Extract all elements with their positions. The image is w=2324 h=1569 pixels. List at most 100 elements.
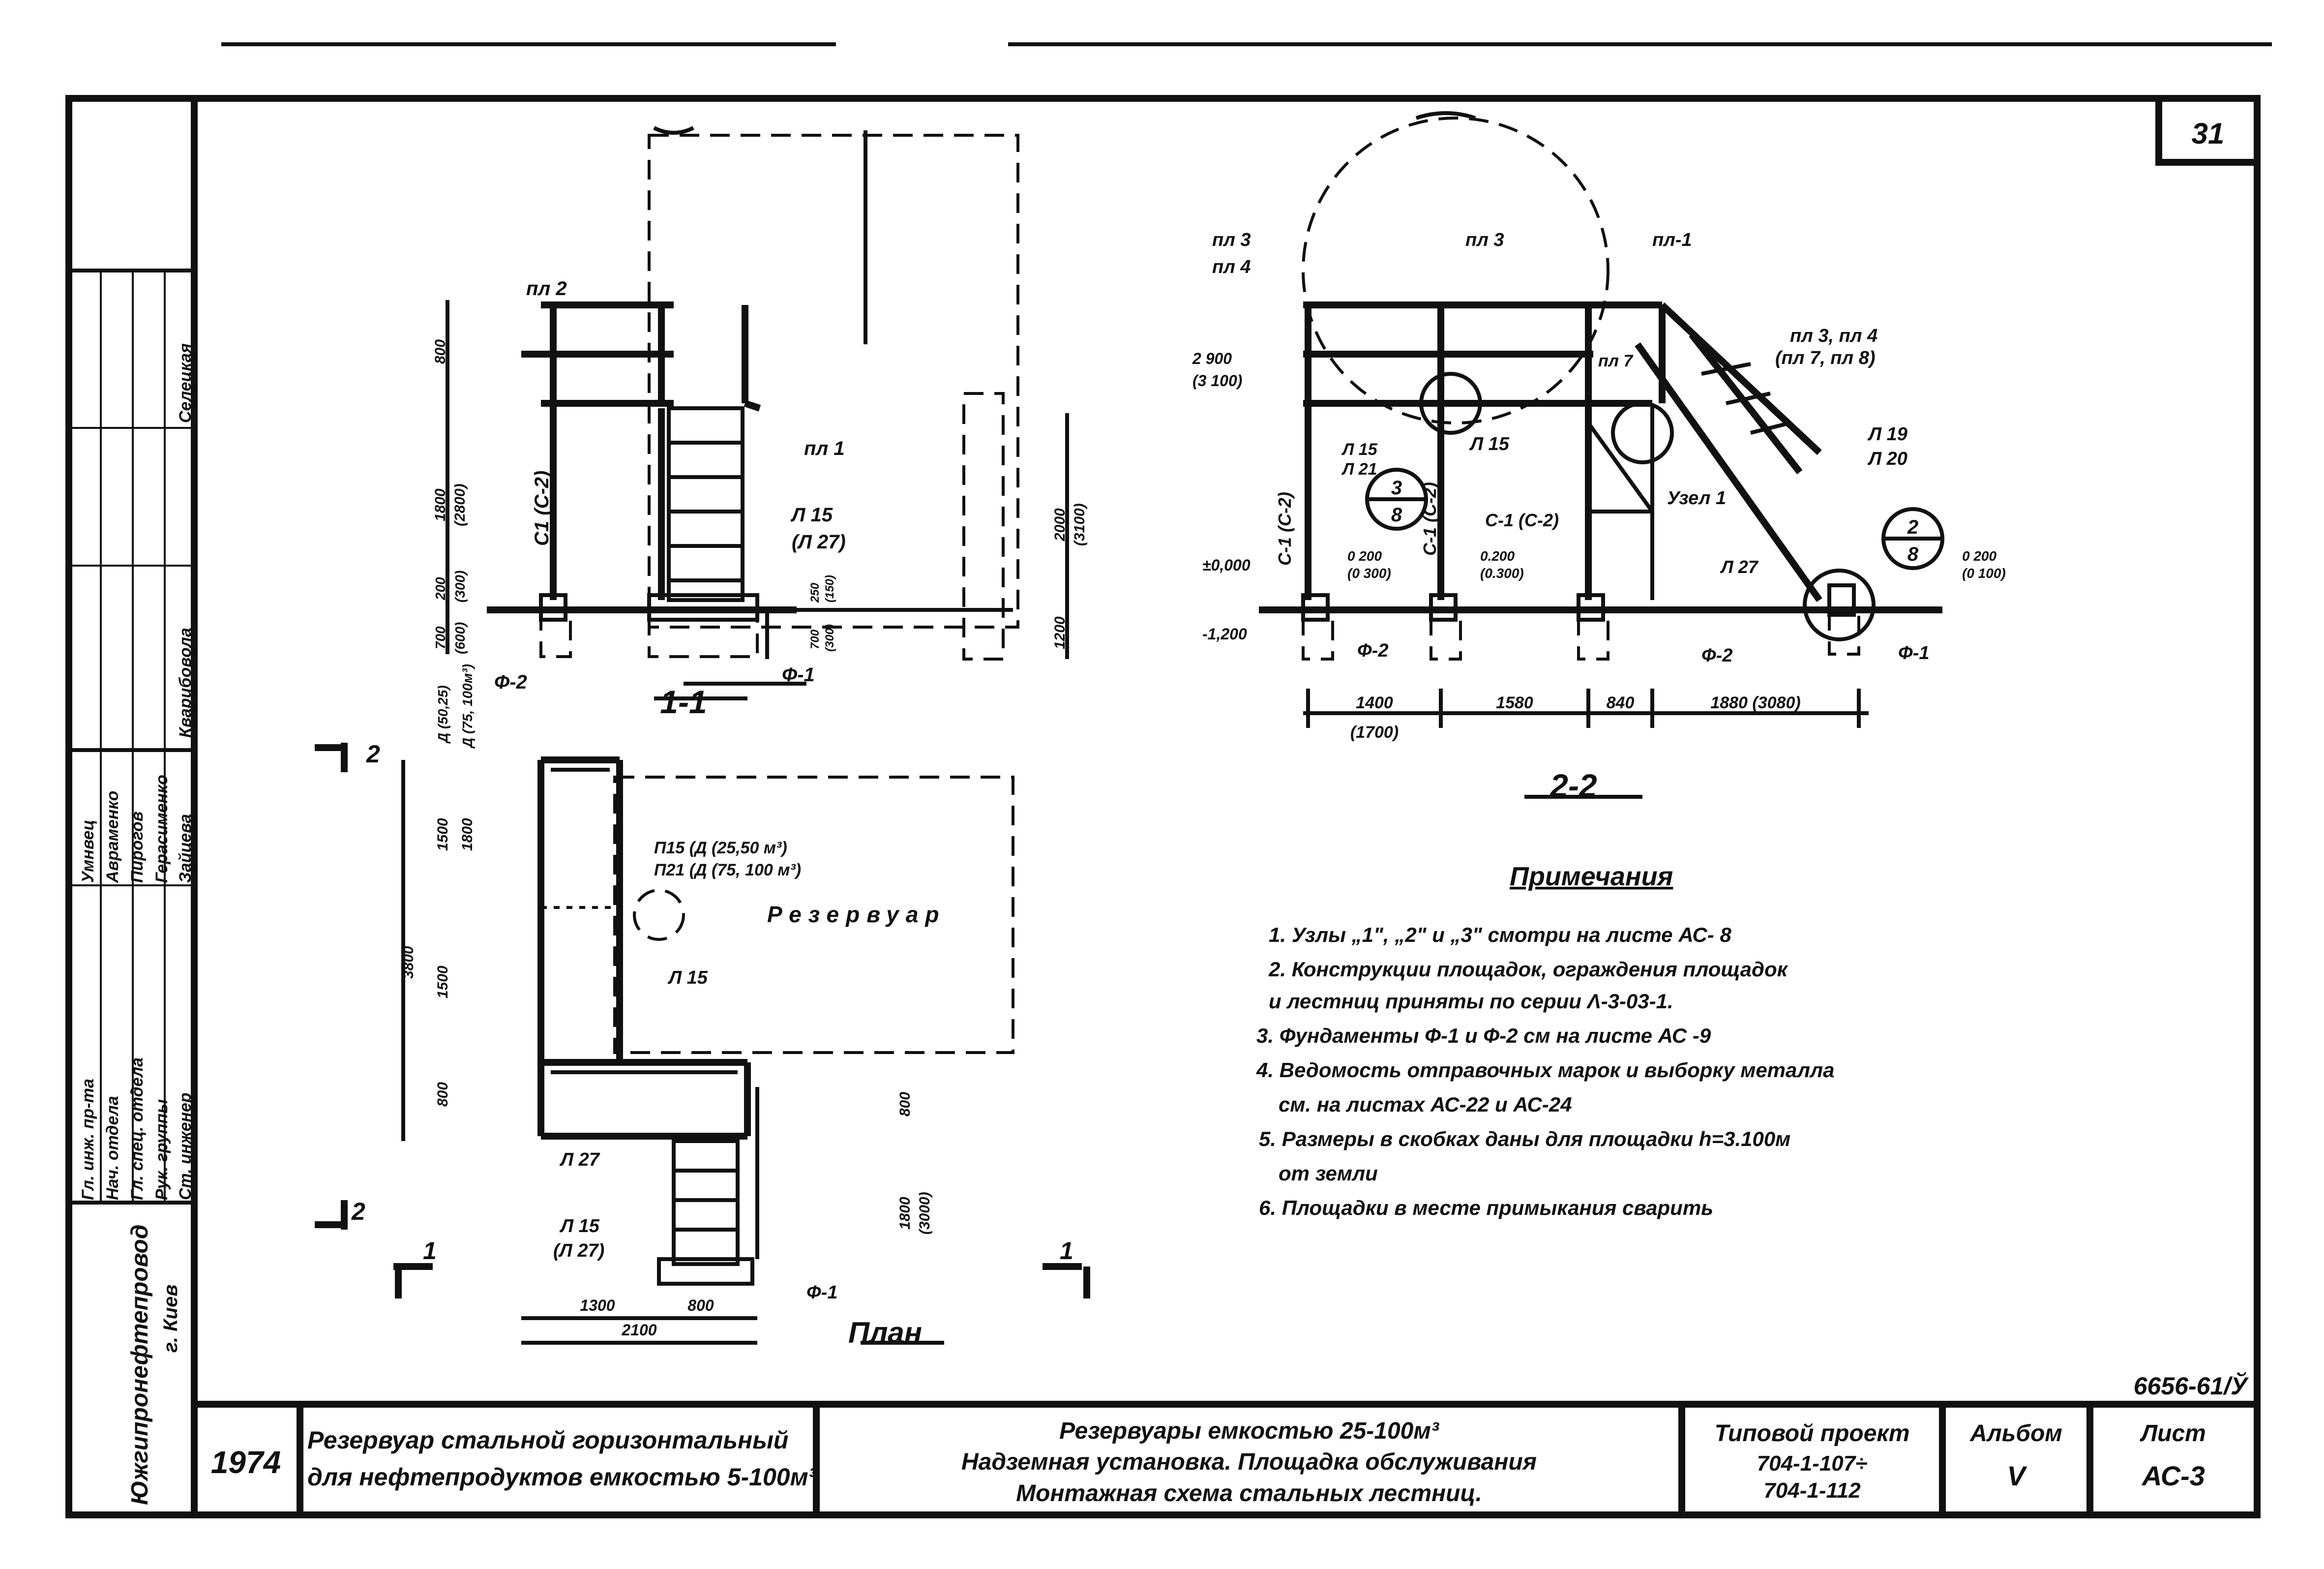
section-2-2-dims: 1400 (1700) 1580 840 1880 (3080) <box>1350 694 1801 742</box>
dim-text: 1200 <box>1052 616 1068 649</box>
dim-text: 1500 <box>435 818 451 851</box>
level-mark: (0 100) <box>1962 566 2006 581</box>
label-column: С-1 (С-2) <box>1485 510 1559 530</box>
label-pl3-pl4: пл 3, пл 4 <box>1790 326 1877 346</box>
note-line: см. на листах АС-22 и АС-24 <box>1279 1093 1572 1116</box>
label-node-1: Узел 1 <box>1667 488 1726 509</box>
dim-text: 3800 <box>400 946 417 979</box>
dim-text: 1580 <box>1496 694 1533 712</box>
dim-text: 1400 <box>1356 694 1393 712</box>
stamp-name: Зайцева <box>176 814 195 883</box>
plan-label-l15: Л 15 <box>559 1216 600 1237</box>
notes-list: 1. Узлы „1", „2" и „3" смотри на листе А… <box>1256 923 1835 1219</box>
note-line: 1. Узлы „1", „2" и „3" смотри на листе А… <box>1269 923 1731 946</box>
dim-text: 1800 <box>432 488 448 521</box>
cut-mark-2: 2 <box>351 1198 365 1225</box>
dim-text: 1300 <box>580 1297 615 1314</box>
label-l15: Л 15 <box>1469 434 1510 454</box>
level-mark: 0 200 <box>1962 548 1996 564</box>
label-pl1: пл-1 <box>1652 230 1692 250</box>
title-block-lines <box>297 1404 2093 1515</box>
stamp-name: Кварибовола <box>176 628 195 738</box>
label-f2: Ф-2 <box>1701 645 1732 666</box>
dim-text: (600) <box>452 622 468 654</box>
dim-text: Д (50,25) <box>435 685 450 744</box>
node-callout-sheet: 8 <box>1907 543 1919 565</box>
label-f2: Ф-2 <box>1357 640 1388 661</box>
title-line: Монтажная схема стальных лестниц. <box>1016 1480 1482 1507</box>
plan-label-p15: П15 (Д (25,50 м³) <box>654 839 787 857</box>
label-pl2: пл 2 <box>526 278 567 300</box>
title-line: Резервуары емкостью 25-100м³ <box>1059 1418 1440 1444</box>
dim-text: 200 <box>433 577 448 601</box>
plan-label-l27: (Л 27) <box>553 1240 604 1261</box>
drawing-code: 6656-61/Ў <box>2134 1372 2249 1400</box>
dim-text: 1800 <box>897 1197 913 1230</box>
level-mark: 2 900 <box>1192 350 1232 367</box>
dim-text: (300) <box>452 571 468 603</box>
dim-text: (150) <box>823 575 836 603</box>
level-mark: 0.200 <box>1480 548 1515 564</box>
dim-text: Д (75, 100м³) <box>460 664 475 749</box>
level-mark: (0.300) <box>1480 566 1524 581</box>
project-number: 704-1-112 <box>1763 1478 1861 1503</box>
dim-text: 250 <box>808 582 822 603</box>
dim-text: (3000) <box>917 1192 933 1235</box>
node-callout-sheet: 8 <box>1391 504 1402 526</box>
stamp-role: Рук. группы <box>152 1099 171 1200</box>
dim-text: 840 <box>1607 694 1635 712</box>
dim-text: 2100 <box>621 1321 656 1339</box>
stamp-name: Герасименко <box>152 775 171 883</box>
sheet-value: АС-3 <box>2141 1460 2205 1491</box>
label-pl4: пл 4 <box>1212 257 1251 277</box>
stamp-city: г. Киев <box>160 1285 181 1353</box>
sheet-label: Лист <box>2140 1420 2206 1447</box>
label-l20: Л 20 <box>1867 449 1907 469</box>
title-object-line: Резервуар стальной горизонтальный <box>307 1426 788 1454</box>
label-f1: Ф-1 <box>1898 643 1929 664</box>
stamp-role: Гл. спец. отдела <box>128 1057 147 1200</box>
label-f2: Ф-2 <box>494 671 527 693</box>
node-callout-top: 3 <box>1391 477 1402 499</box>
label-column: С-1 (С-2) <box>1420 482 1440 556</box>
label-l19: Л 19 <box>1867 424 1907 445</box>
note-line: 4. Ведомость отправочных марок и выборку… <box>1256 1058 1835 1082</box>
label-l15: Л 15 <box>790 504 833 526</box>
dim-text: 800 <box>897 1092 913 1116</box>
label-column: С-1 (С-2) <box>1275 492 1295 566</box>
note-line: 3. Фундаменты Ф-1 и Ф-2 см на листе АС -… <box>1256 1024 1711 1047</box>
dim-text: 800 <box>435 1082 451 1107</box>
plan-drawing <box>315 743 1090 1345</box>
label-column: С1 (С-2) <box>531 471 553 546</box>
label-pl7: пл 7 <box>1598 352 1634 370</box>
dim-text: (3100) <box>1072 503 1088 546</box>
note-line: и лестниц приняты по серии Λ-3-03-1. <box>1269 990 1673 1013</box>
dim-text: (300) <box>823 624 836 652</box>
album-label: Альбом <box>1969 1420 2062 1447</box>
plan-label-l15: Л 15 <box>667 967 708 988</box>
label-pl3: пл 3 <box>1212 230 1251 250</box>
stamp-name: Авраменко <box>103 791 122 883</box>
section-1-1-drawing <box>446 126 1069 700</box>
sheet-number: 31 <box>2192 117 2225 150</box>
label-pl1: пл 1 <box>804 438 845 459</box>
dim-text: 1880 (3080) <box>1710 694 1800 712</box>
level-mark: (0 300) <box>1347 566 1391 581</box>
dim-text: 1500 <box>435 966 451 998</box>
project-number: 704-1-107÷ <box>1757 1451 1868 1476</box>
plan-dims: Д (50,25) Д (75, 100м³) 1500 1800 1500 3… <box>400 664 933 1339</box>
stamp-name: Умнвец <box>79 820 97 883</box>
plan-label-f1: Ф-1 <box>806 1282 837 1303</box>
left-stamp <box>69 269 194 1205</box>
project-label: Типовой проект <box>1715 1420 1910 1447</box>
dim-text: (1700) <box>1350 723 1399 742</box>
dim-text: 700 <box>808 629 822 649</box>
plan-label-p21: П21 (Д (75, 100 м³) <box>654 861 801 879</box>
cut-mark-2: 2 <box>366 740 380 768</box>
note-line: 6. Площадки в месте примыкания сварить <box>1259 1196 1713 1219</box>
label-pl3: пл 3 <box>1465 230 1504 250</box>
label-pl7-pl8: (пл 7, пл 8) <box>1775 348 1876 368</box>
stamp-organization: Южгипронефтепровод <box>127 1225 153 1506</box>
label-l21: Л 21 <box>1341 460 1377 479</box>
